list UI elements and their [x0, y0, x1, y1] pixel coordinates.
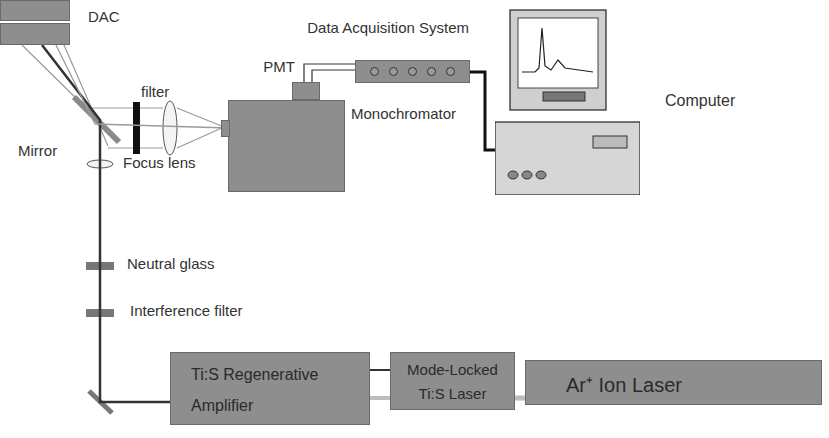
input-jack	[446, 67, 455, 76]
acquisition-box: Data Acquisition System	[355, 60, 470, 83]
computer-drawing	[495, 8, 640, 195]
sample-cell: DAC	[0, 0, 70, 45]
filter-plate	[133, 102, 140, 154]
beam-connector	[515, 398, 525, 399]
node-label: Computer	[665, 92, 735, 110]
beam-connector	[42, 45, 170, 402]
computer-icon: Computer	[495, 8, 640, 195]
beam-connector	[56, 45, 228, 128]
input-jack	[370, 67, 379, 76]
beam-connector	[370, 370, 390, 398]
part-label: Focus lens	[123, 154, 196, 171]
collecting-lens	[163, 101, 177, 155]
laser-box: Mode-Locked Ti:S Laser	[390, 352, 515, 410]
node-label: Ar⁺ Ion Laser	[566, 371, 682, 398]
anvil	[0, 0, 70, 21]
input-jack	[427, 67, 436, 76]
node-label: PMT	[263, 58, 295, 75]
node-label: Data Acquisition System	[307, 19, 469, 36]
node-label: DAC	[88, 8, 120, 25]
entrance-slit	[221, 120, 230, 137]
input-jack	[389, 67, 398, 76]
anvil	[0, 23, 70, 45]
node-label: Monochromator	[351, 105, 456, 122]
laser-box: Ar⁺ Ion Laser	[525, 360, 822, 405]
monochromator-box: Monochromator	[228, 100, 345, 192]
beam-connector	[470, 72, 495, 150]
node-label: Ti:S Regenerative Amplifier	[191, 359, 341, 421]
mirror	[74, 97, 119, 142]
input-jack	[408, 67, 417, 76]
beam-connector	[304, 64, 355, 82]
part-label: Interference filter	[130, 302, 243, 319]
part-label: filter	[141, 83, 169, 100]
node-label: Mode-Locked Ti:S Laser	[395, 358, 510, 406]
laser-box: Ti:S Regenerative Amplifier	[170, 352, 370, 425]
part-label: Neutral glass	[127, 255, 215, 272]
detector-box: PMT	[292, 82, 320, 100]
part-label: Mirror	[18, 142, 57, 159]
